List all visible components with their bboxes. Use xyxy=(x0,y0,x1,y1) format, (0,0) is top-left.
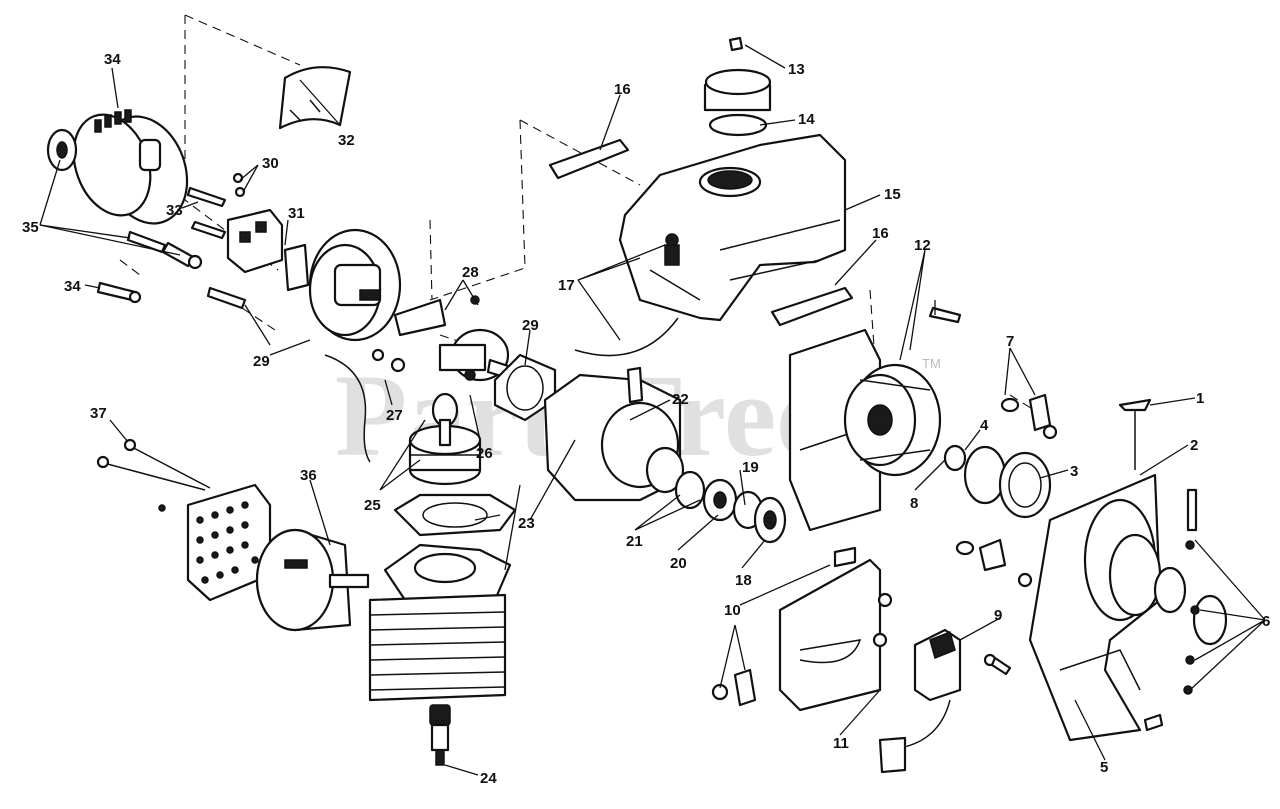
callout-22: 22 xyxy=(672,391,689,408)
tank-strap-16 xyxy=(548,138,854,327)
callout-15: 15 xyxy=(884,186,901,203)
callout-8: 8 xyxy=(910,495,918,512)
callout-28: 28 xyxy=(462,264,479,281)
callout-23: 23 xyxy=(518,515,535,532)
callout-26: 26 xyxy=(476,445,493,462)
callout-20: 20 xyxy=(670,555,687,572)
callout-31: 31 xyxy=(288,205,305,222)
callout-7: 7 xyxy=(1006,333,1014,350)
callout-14: 14 xyxy=(798,111,815,128)
callout-6: 6 xyxy=(1262,613,1270,630)
muffler-shield xyxy=(186,483,272,602)
callout-33: 33 xyxy=(166,202,183,219)
callout-12: 12 xyxy=(914,237,931,254)
callout-29b: 29 xyxy=(522,317,539,334)
callout-24: 24 xyxy=(480,770,497,787)
callout-13: 13 xyxy=(788,61,805,78)
callout-36: 36 xyxy=(300,467,317,484)
flywheel xyxy=(843,306,962,477)
callout-29a: 29 xyxy=(253,353,270,370)
carburetor xyxy=(226,208,310,292)
callout-4: 4 xyxy=(980,417,989,434)
callout-1: 1 xyxy=(1196,390,1204,407)
callout-21: 21 xyxy=(626,533,643,550)
muffler-bolts xyxy=(96,438,211,512)
air-cleaner-housing xyxy=(46,109,189,225)
callout-27: 27 xyxy=(386,407,403,424)
callout-16b: 16 xyxy=(872,225,889,242)
muffler xyxy=(255,528,370,632)
piston xyxy=(408,392,482,486)
starter-screws xyxy=(1143,488,1200,732)
callout-34b: 34 xyxy=(64,278,81,295)
callout-19: 19 xyxy=(742,459,759,476)
callout-37: 37 xyxy=(90,405,107,422)
callout-5: 5 xyxy=(1100,759,1108,776)
callout-34a: 34 xyxy=(104,51,121,68)
blower-plate xyxy=(788,328,882,532)
fuel-line-17 xyxy=(574,233,680,357)
leader-lines xyxy=(39,44,1266,776)
ignition-hardware xyxy=(711,668,757,707)
ignition-module xyxy=(878,628,1012,774)
callout-9: 9 xyxy=(994,607,1002,624)
fuel-line-27 xyxy=(324,348,406,463)
callout-32: 32 xyxy=(338,132,355,149)
ignition-cover xyxy=(778,546,893,712)
starter-pawls xyxy=(943,393,1058,588)
callout-25: 25 xyxy=(364,497,381,514)
callout-10: 10 xyxy=(724,602,741,619)
callout-17: 17 xyxy=(558,277,575,294)
spark-plug xyxy=(429,704,451,766)
crankcase xyxy=(543,366,685,502)
starter-housing xyxy=(1028,398,1228,742)
bearings xyxy=(674,470,787,544)
fuel-tank xyxy=(618,36,847,322)
callout-35: 35 xyxy=(22,219,39,236)
callout-3: 3 xyxy=(1070,463,1078,480)
watermark-trademark: TM xyxy=(922,356,941,371)
callout-16a: 16 xyxy=(614,81,631,98)
callout-2: 2 xyxy=(1190,437,1198,454)
callout-labels: 34 32 35 33 30 31 34 29 28 29 27 26 25 3… xyxy=(22,51,1270,787)
cylinder xyxy=(368,543,512,702)
callout-30: 30 xyxy=(262,155,279,172)
callout-11: 11 xyxy=(833,735,849,752)
callout-18: 18 xyxy=(735,572,752,589)
